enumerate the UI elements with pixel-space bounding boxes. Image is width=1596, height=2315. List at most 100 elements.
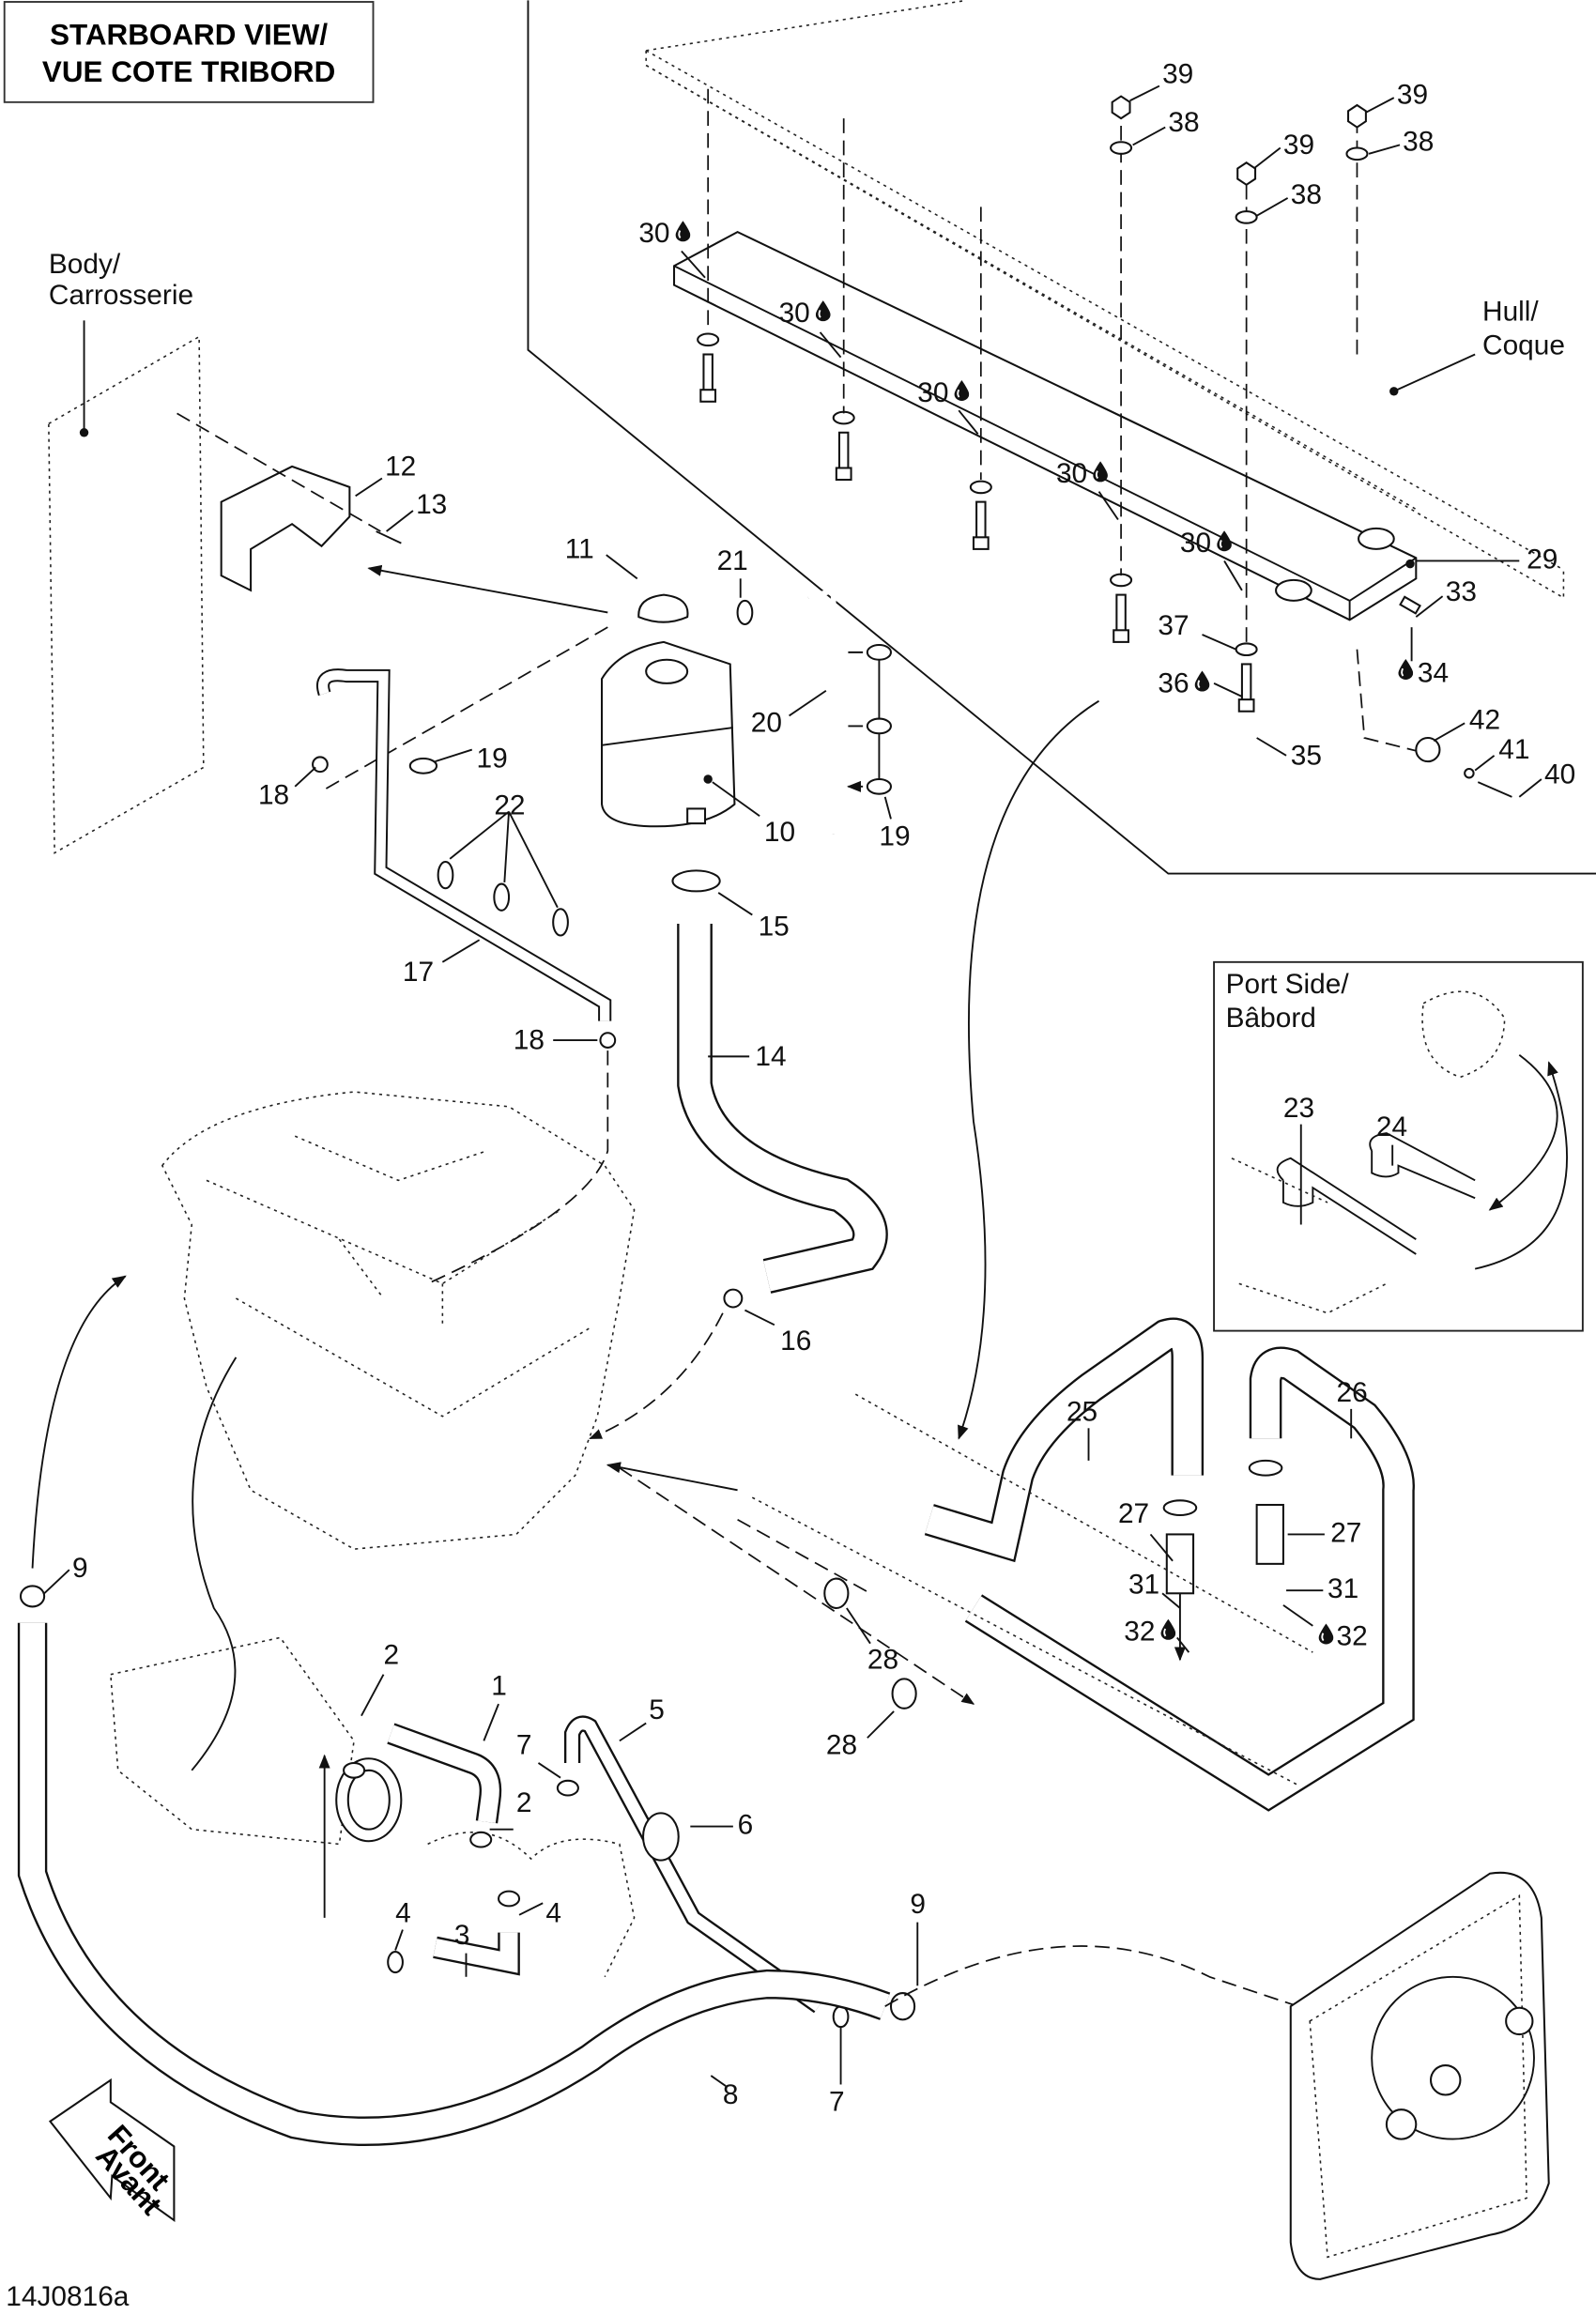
hull-panel-outline [527, 0, 1596, 875]
callout-31: 31 [1128, 1569, 1159, 1600]
callout-10: 10 [764, 817, 795, 848]
callout-30: 30 [779, 298, 810, 329]
callout-39: 39 [1397, 79, 1428, 110]
jet-pump-housing [1289, 1871, 1550, 2280]
callout-20: 20 [751, 708, 782, 739]
intercooler [110, 1636, 403, 1846]
callout-31: 31 [1327, 1573, 1358, 1604]
callout-32: 32 [1336, 1620, 1367, 1651]
hose-20 [807, 587, 836, 835]
callout-4: 4 [545, 1898, 561, 1929]
droplet-icon [675, 220, 691, 243]
callout-9: 9 [72, 1553, 88, 1584]
callout-12: 12 [385, 451, 416, 482]
body-label-line2: Carrosserie [49, 280, 193, 311]
clamp-15 [671, 869, 721, 893]
callout-41: 41 [1498, 734, 1529, 765]
callout-38: 38 [1168, 107, 1199, 138]
callout-5: 5 [649, 1694, 665, 1725]
hull-label-line1: Hull/ [1482, 296, 1539, 327]
callout-13: 13 [416, 489, 447, 520]
callout-18: 18 [258, 780, 289, 811]
clamp-21 [736, 599, 754, 626]
callouts: 39 38 39 38 39 38 30 30 30 30 30 29 33 3… [43, 58, 1575, 2118]
port-side-inset: Port Side/ Bâbord [1213, 960, 1584, 1332]
callout-42: 42 [1469, 705, 1500, 736]
callout-30: 30 [917, 377, 948, 408]
callout-24: 24 [1376, 1112, 1407, 1142]
callout-30: 30 [1056, 458, 1087, 489]
small-clamps [19, 1585, 916, 2029]
coolant-reservoir [601, 640, 736, 828]
inset-title-line2: Bâbord [1226, 1003, 1316, 1034]
callout-17: 17 [403, 957, 434, 988]
droplet-icon [1160, 1617, 1176, 1641]
callout-33: 33 [1446, 576, 1477, 607]
front-arrow: Front Avant [48, 2077, 176, 2223]
flow-arrow [367, 564, 608, 614]
callout-37: 37 [1158, 610, 1189, 641]
callout-35: 35 [1291, 740, 1322, 771]
callout-9: 9 [910, 1889, 926, 1920]
hose-14 [677, 923, 888, 1294]
callout-2: 2 [516, 1787, 532, 1818]
callout-3: 3 [454, 1920, 470, 1951]
hose-8 [17, 1622, 891, 2146]
body-panel [48, 320, 205, 854]
callout-7: 7 [516, 1730, 532, 1761]
callout-38: 38 [1403, 127, 1434, 158]
callout-29: 29 [1527, 544, 1558, 575]
body-label-line1: Body/ [49, 249, 121, 280]
callout-39: 39 [1162, 58, 1193, 89]
callout-14: 14 [755, 1041, 786, 1072]
routing-arrow [958, 699, 1100, 1440]
callout-19: 19 [476, 743, 507, 774]
hull-slab [645, 0, 1565, 600]
clamp-16 [723, 1288, 744, 1309]
callout-30: 30 [638, 218, 669, 249]
callout-34: 34 [1418, 657, 1449, 688]
callout-23: 23 [1283, 1093, 1314, 1124]
callout-26: 26 [1336, 1377, 1367, 1408]
callout-40: 40 [1544, 759, 1575, 790]
callout-28: 28 [867, 1644, 898, 1675]
clamp-18-lower [599, 1032, 617, 1049]
callout-38: 38 [1291, 179, 1322, 210]
hose-1 [387, 1723, 502, 1824]
hose-17 [316, 668, 612, 1021]
callout-32: 32 [1124, 1617, 1155, 1648]
callout-16: 16 [780, 1326, 811, 1357]
hose-26 [964, 1346, 1415, 1812]
drain-hardware [1356, 595, 1512, 798]
callout-7: 7 [829, 2087, 845, 2118]
callout-6: 6 [738, 1809, 754, 1840]
clamps-28 [823, 1577, 917, 1709]
droplet-icon [1398, 658, 1414, 681]
figure-id: 14J0816a [6, 2281, 130, 2312]
bracket [176, 412, 402, 592]
callout-8: 8 [723, 2079, 739, 2110]
title-line1: STARBOARD VIEW/ [50, 19, 328, 52]
cable-ties [408, 757, 569, 937]
callout-25: 25 [1067, 1396, 1097, 1427]
callout-39: 39 [1283, 130, 1314, 161]
callout-28: 28 [826, 1730, 857, 1761]
callout-11: 11 [565, 533, 594, 564]
title-box: STARBOARD VIEW/ VUE COTE TRIBORD [3, 1, 375, 103]
rail-bolts [697, 88, 1395, 713]
droplet-icon [1194, 669, 1210, 693]
droplet-icon [1318, 1622, 1334, 1646]
title-line2: VUE COTE TRIBORD [42, 55, 335, 88]
callout-2: 2 [384, 1640, 400, 1671]
hose-25 [924, 1317, 1205, 1563]
callout-36: 36 [1158, 667, 1189, 698]
callout-30: 30 [1180, 528, 1211, 559]
hull-label-line2: Coque [1482, 330, 1565, 361]
callout-15: 15 [759, 912, 790, 943]
clamp-18-upper [312, 756, 329, 774]
clamps-19 [848, 643, 893, 794]
fittings-31 [1162, 1459, 1284, 1662]
hose-3 [433, 1932, 520, 1976]
